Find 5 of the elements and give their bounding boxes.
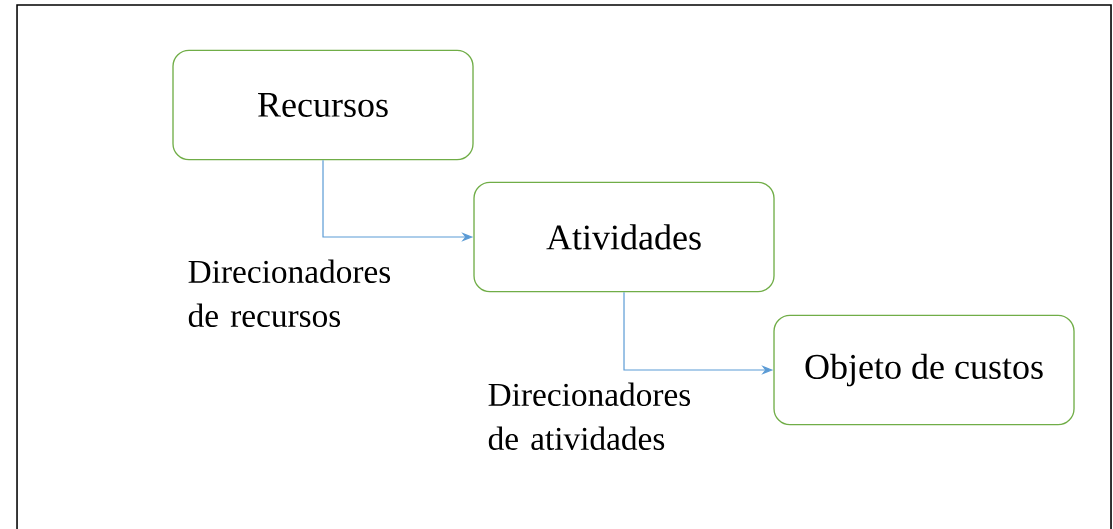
edge-label: Direcionadores de recursos bbox=[188, 259, 391, 328]
process-box: Atividades bbox=[473, 181, 775, 293]
process-box: Recursos bbox=[172, 49, 474, 161]
edge-label: Direcionadores de atividades bbox=[488, 382, 691, 451]
process-box: Objeto de custos bbox=[773, 314, 1075, 426]
